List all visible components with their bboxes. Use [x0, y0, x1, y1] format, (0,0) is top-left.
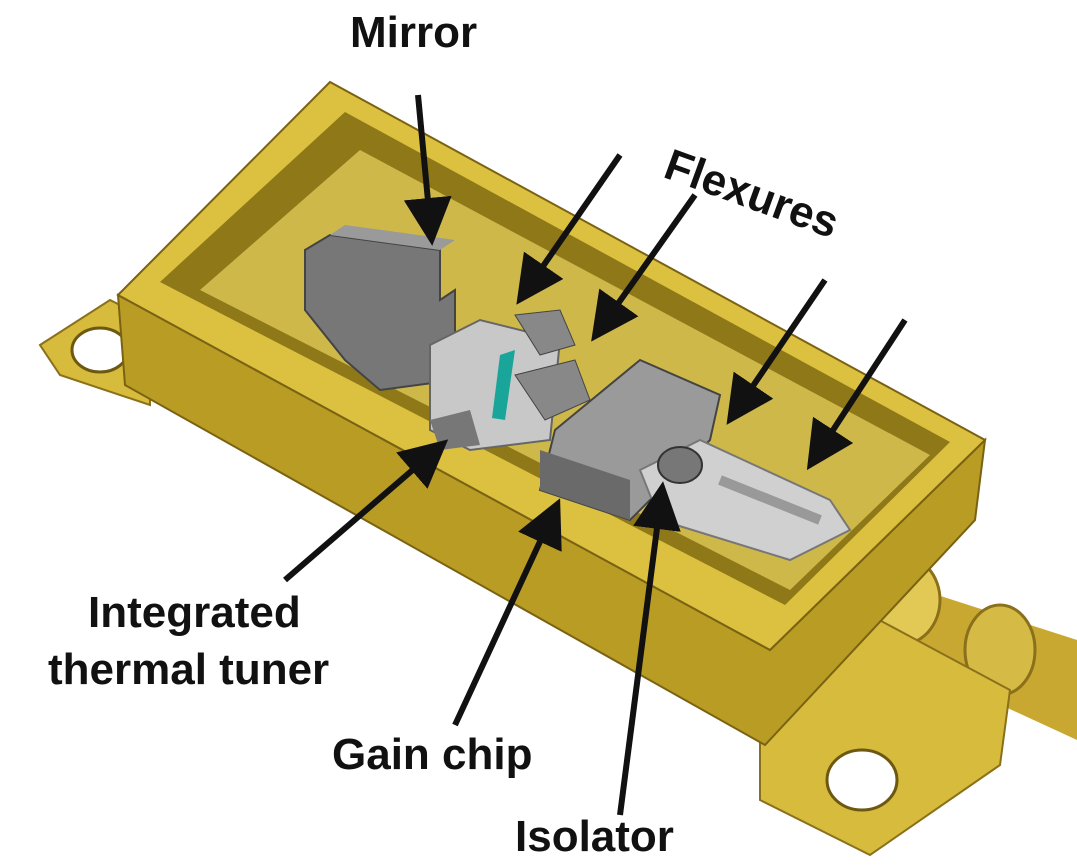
arrow-flexure-2: [591, 193, 698, 342]
arrow-mirror: [403, 94, 452, 246]
arrow-tuner: [283, 439, 449, 583]
callout-arrows: [283, 94, 908, 816]
arrow-flexure-3: [726, 278, 828, 425]
arrow-isolator: [617, 481, 681, 816]
label-tuner-line1: Integrated: [88, 588, 301, 637]
label-tuner-line2: thermal tuner: [48, 645, 330, 694]
label-isolator: Isolator: [515, 812, 674, 861]
isolator-component: [638, 438, 852, 562]
label-gain-chip: Gain chip: [332, 730, 533, 779]
arrow-flexure-4: [806, 318, 908, 471]
arrow-gain-chip: [452, 498, 562, 727]
flexure-components: [429, 309, 591, 452]
mounting-hole-icon: [825, 748, 899, 812]
gain-chip-component: [538, 358, 722, 522]
mounting-hole-icon: [70, 326, 130, 374]
arrow-flexure-1: [516, 153, 623, 305]
label-mirror: Mirror: [350, 8, 478, 57]
